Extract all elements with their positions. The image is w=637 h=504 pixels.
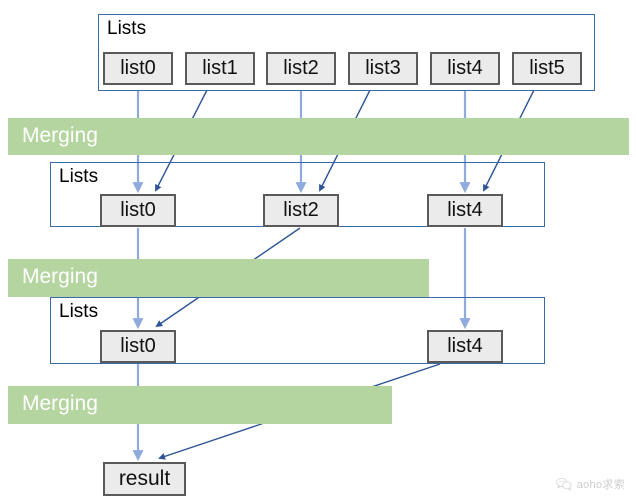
node-level1-list1[interactable]: list1 [185, 52, 255, 85]
merging-label-2: Merging [22, 265, 98, 288]
watermark: aoho求索 [555, 476, 625, 492]
node-level3-list4[interactable]: list4 [427, 330, 503, 363]
lists-label-level-1: Lists [107, 18, 147, 39]
merging-bar-1: Merging [8, 118, 629, 155]
merging-label-1: Merging [22, 124, 98, 147]
node-level2-list2[interactable]: list2 [263, 194, 339, 227]
lists-container-level-3: Lists [50, 297, 545, 364]
node-level1-list2[interactable]: list2 [266, 52, 336, 85]
wechat-icon [555, 477, 572, 491]
merging-label-3: Merging [22, 392, 98, 415]
node-level1-list5[interactable]: list5 [512, 52, 582, 85]
result-node[interactable]: result [103, 462, 186, 496]
node-level1-list0[interactable]: list0 [103, 52, 173, 85]
node-level2-list4[interactable]: list4 [427, 194, 503, 227]
node-level2-list0[interactable]: list0 [100, 194, 176, 227]
node-level1-list3[interactable]: list3 [348, 52, 418, 85]
merging-bar-2: Merging [8, 259, 429, 297]
lists-label-level-3: Lists [59, 301, 99, 322]
lists-label-level-2: Lists [59, 166, 99, 187]
node-level1-list4[interactable]: list4 [430, 52, 500, 85]
node-level3-list0[interactable]: list0 [100, 330, 176, 363]
lists-container-level-1: Lists [98, 14, 595, 91]
watermark-text: aoho求索 [576, 479, 625, 491]
merging-bar-3: Merging [8, 386, 392, 424]
